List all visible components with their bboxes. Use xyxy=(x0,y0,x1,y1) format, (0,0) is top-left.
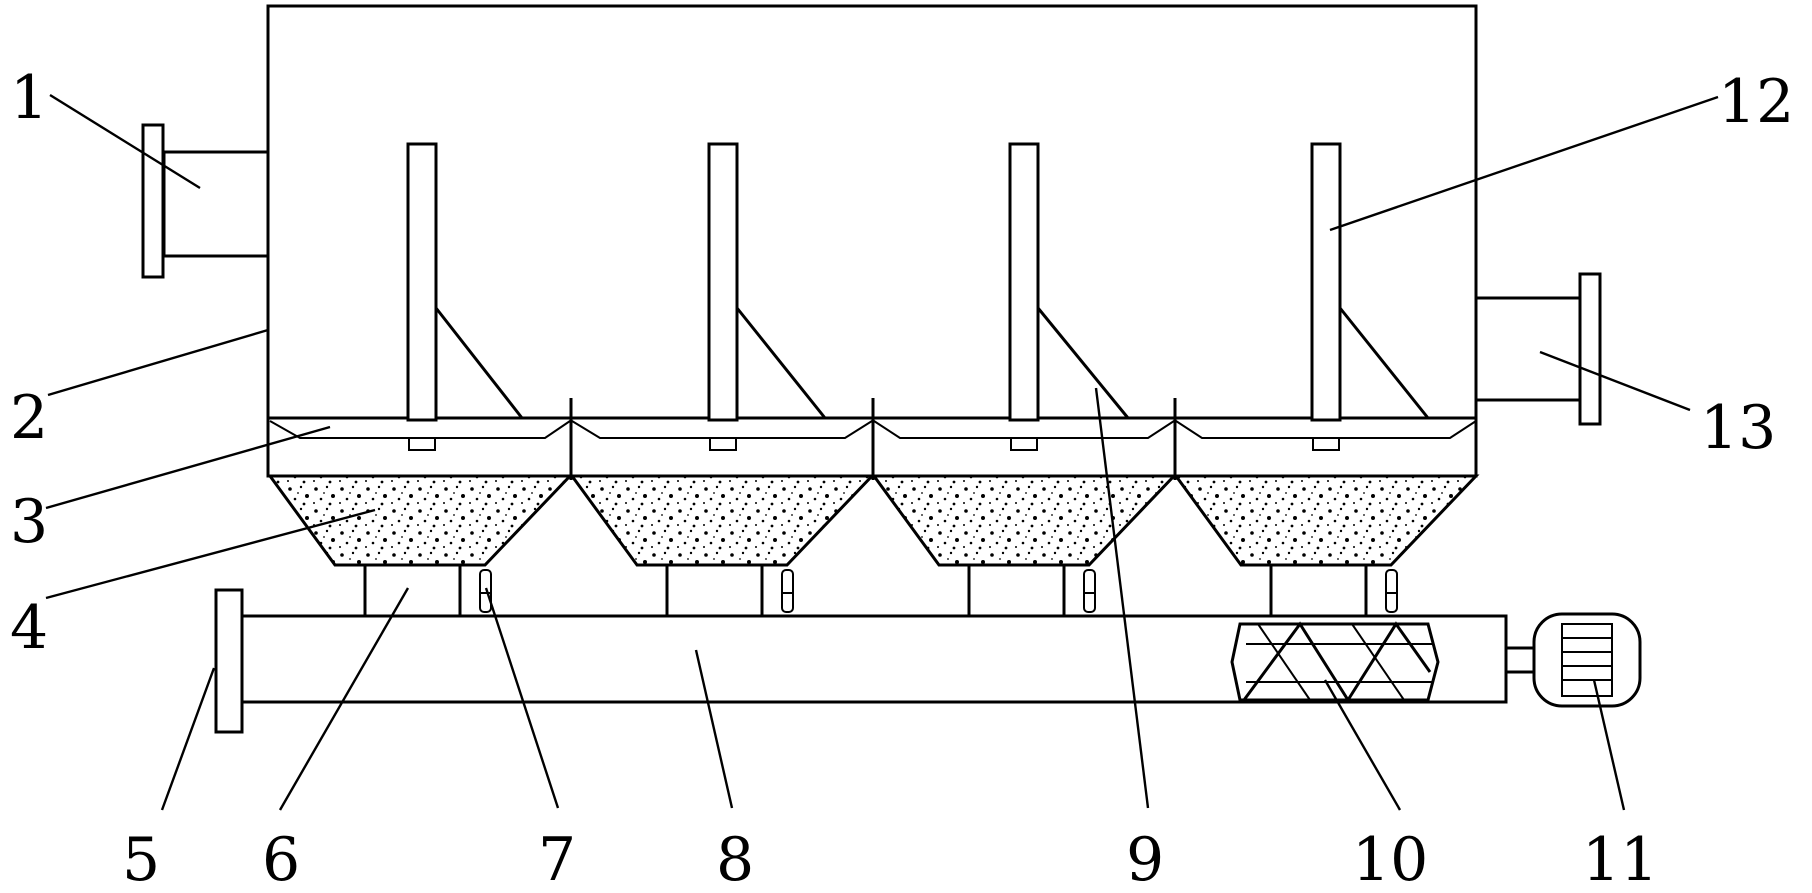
filter-unit xyxy=(1173,142,1480,616)
label-3: 3 xyxy=(10,487,48,557)
label-4: 4 xyxy=(10,593,48,663)
label-7: 7 xyxy=(538,825,576,893)
label-8: 8 xyxy=(716,825,754,893)
label-6: 6 xyxy=(262,825,300,893)
filter-unit xyxy=(569,142,876,616)
filter-media xyxy=(569,474,876,567)
baffle xyxy=(434,307,524,419)
motor xyxy=(1504,612,1642,708)
filter-media xyxy=(267,474,574,567)
valve xyxy=(1385,569,1398,613)
label-10: 10 xyxy=(1352,825,1428,893)
filter-unit xyxy=(871,142,1178,616)
label-11: 11 xyxy=(1582,825,1658,893)
label-9: 9 xyxy=(1126,825,1164,893)
filter-media xyxy=(1173,474,1480,567)
screw-auger xyxy=(1230,621,1440,703)
label-12: 12 xyxy=(1718,67,1794,137)
stirrer-shaft xyxy=(707,142,739,422)
valve xyxy=(479,569,492,613)
valve xyxy=(1083,569,1096,613)
label-13: 13 xyxy=(1700,393,1776,463)
stirrer-shaft xyxy=(406,142,438,422)
label-2: 2 xyxy=(10,383,48,453)
conveyor-tube xyxy=(236,614,1508,704)
valve xyxy=(781,569,794,613)
part-labels: 1 2 3 4 5 6 7 8 9 10 11 12 13 xyxy=(10,63,1794,893)
conveyor-flange xyxy=(214,588,244,734)
stirrer-shaft xyxy=(1008,142,1040,422)
baffle xyxy=(1036,307,1130,419)
label-1: 1 xyxy=(10,63,48,133)
unit-dividers xyxy=(569,398,1177,480)
filter-units xyxy=(267,142,1480,616)
label-5: 5 xyxy=(122,825,160,893)
baffle xyxy=(735,307,827,419)
inlet-pipe xyxy=(141,123,270,279)
filter-media xyxy=(871,474,1178,567)
stirrer-shaft xyxy=(1310,142,1342,422)
filter-unit xyxy=(267,142,574,616)
leader-lines xyxy=(45,93,1719,811)
outlet-pipe xyxy=(1474,272,1602,426)
baffle xyxy=(1338,307,1430,419)
